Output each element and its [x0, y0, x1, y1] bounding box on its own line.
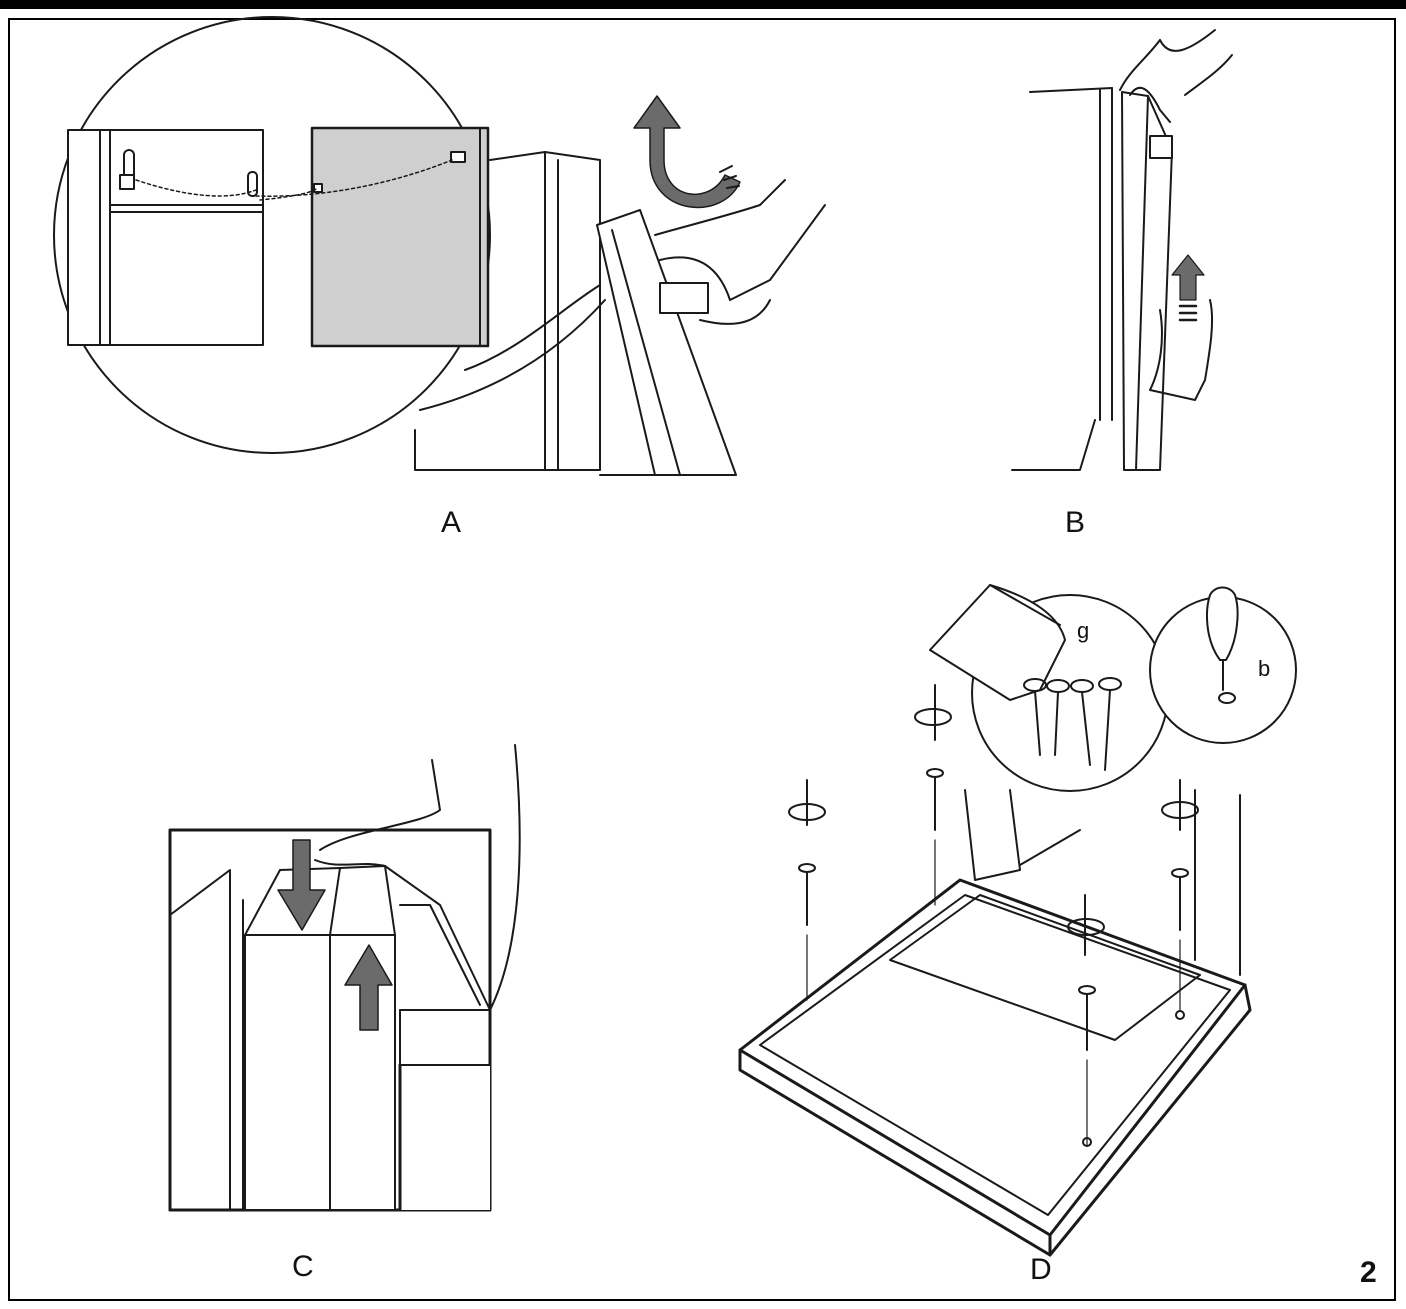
- screwdriver-4: [1161, 779, 1199, 1020]
- callout-g: g: [1077, 618, 1090, 643]
- page-number: 2: [1360, 1256, 1377, 1289]
- panel-label-a: A: [441, 506, 462, 539]
- page-frame: [8, 18, 1396, 1301]
- zoom-cabinet-left: [67, 129, 264, 346]
- push-down-arrow: [277, 839, 326, 931]
- panel-label-c: C: [292, 1250, 314, 1283]
- screw-bag-icon: [929, 584, 1066, 701]
- screwdriver-2: [914, 684, 952, 906]
- panel-b-illustration: [1011, 29, 1233, 471]
- callout-b: b: [1258, 656, 1271, 681]
- push-up-arrow: [344, 944, 393, 1031]
- zoom-door-panel: [310, 126, 490, 348]
- door-panel-b: [1121, 91, 1149, 471]
- panel-d-illustration: [738, 584, 1297, 1257]
- bag-screws: [1023, 677, 1122, 771]
- panel-label-b: B: [1065, 506, 1086, 539]
- screwdriver-icon: [1206, 586, 1239, 661]
- lift-up-arrow: [1171, 254, 1205, 301]
- screwdriver-3: [1067, 894, 1105, 1147]
- panel-c-illustration: [168, 744, 521, 1212]
- door-inner-recess: [889, 894, 1201, 1041]
- panel-a-illustration: [53, 16, 826, 476]
- rotate-up-arrow: [633, 95, 741, 209]
- panel-a-zoom-circle: [53, 16, 491, 454]
- top-rule: [0, 0, 1406, 9]
- appliance-body: [414, 151, 601, 471]
- screwdriver-1: [788, 779, 826, 1001]
- tilted-door: [596, 209, 737, 476]
- panel-label-d: D: [1030, 1253, 1052, 1286]
